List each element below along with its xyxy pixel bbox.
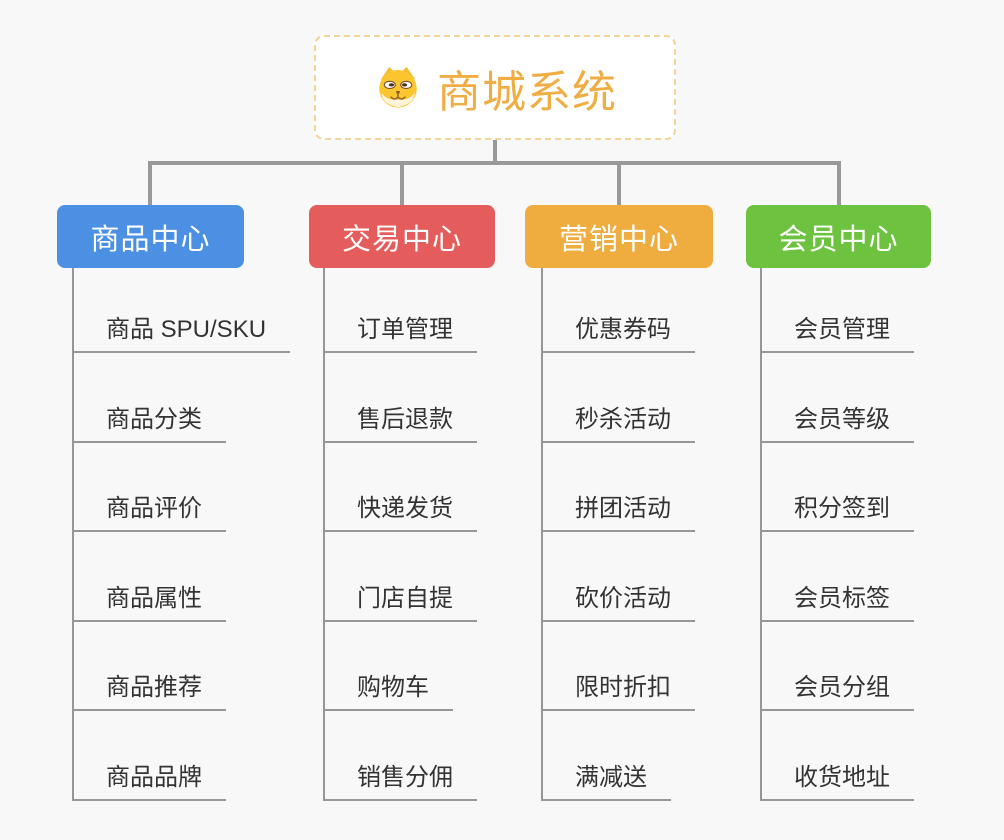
branch-node-trade[interactable]: 交易中心 xyxy=(309,205,495,268)
leaf-item[interactable]: 会员管理 xyxy=(762,268,914,353)
branch-children-products: 商品 SPU/SKU 商品分类 商品评价 商品属性 商品推荐 商品品牌 xyxy=(72,268,291,801)
root-node[interactable]: 商城系统 xyxy=(314,35,676,140)
leaf-item[interactable]: 会员标签 xyxy=(762,532,914,622)
connector-branch-stem-4 xyxy=(837,161,841,205)
branch-children-marketing: 优惠券码 秒杀活动 拼团活动 砍价活动 限时折扣 满减送 xyxy=(541,268,695,801)
root-title: 商城系统 xyxy=(437,67,617,117)
branch-children-trade: 订单管理 售后退款 快递发货 门店自提 购物车 销售分佣 xyxy=(323,268,477,801)
leaf-item[interactable]: 门店自提 xyxy=(325,532,477,622)
leaf-item[interactable]: 拼团活动 xyxy=(543,443,695,532)
leaf-item[interactable]: 优惠券码 xyxy=(543,268,695,353)
leaf-item[interactable]: 砍价活动 xyxy=(543,532,695,622)
leaf-item[interactable]: 商品评价 xyxy=(74,443,226,532)
leaf-item[interactable]: 订单管理 xyxy=(325,268,477,353)
leaf-item[interactable]: 商品推荐 xyxy=(74,622,226,711)
leaf-item[interactable]: 会员分组 xyxy=(762,622,914,711)
leaf-item[interactable]: 商品 SPU/SKU xyxy=(74,268,291,353)
leaf-item[interactable]: 秒杀活动 xyxy=(543,353,695,443)
leaf-item[interactable]: 商品分类 xyxy=(74,353,226,443)
connector-branch-stem-2 xyxy=(400,161,404,205)
branch-children-members: 会员管理 会员等级 积分签到 会员标签 会员分组 收货地址 xyxy=(760,268,914,801)
leaf-item[interactable]: 商品品牌 xyxy=(74,711,226,801)
leaf-item[interactable]: 快递发货 xyxy=(325,443,477,532)
leaf-item[interactable]: 商品属性 xyxy=(74,532,226,622)
branch-node-members[interactable]: 会员中心 xyxy=(746,205,931,268)
shiba-dog-face-icon xyxy=(379,66,417,108)
leaf-item[interactable]: 购物车 xyxy=(325,622,453,711)
leaf-item[interactable]: 会员等级 xyxy=(762,353,914,443)
leaf-item[interactable]: 收货地址 xyxy=(762,711,914,801)
connector-main-horizontal xyxy=(148,161,841,165)
leaf-item[interactable]: 满减送 xyxy=(543,711,671,801)
connector-branch-stem-3 xyxy=(617,161,621,205)
connector-root-stem xyxy=(493,140,497,165)
leaf-item[interactable]: 销售分佣 xyxy=(325,711,477,801)
leaf-item[interactable]: 积分签到 xyxy=(762,443,914,532)
leaf-item[interactable]: 售后退款 xyxy=(325,353,477,443)
branch-node-marketing[interactable]: 营销中心 xyxy=(525,205,713,268)
leaf-item[interactable]: 限时折扣 xyxy=(543,622,695,711)
branch-node-products[interactable]: 商品中心 xyxy=(57,205,244,268)
connector-branch-stem-1 xyxy=(148,161,152,205)
